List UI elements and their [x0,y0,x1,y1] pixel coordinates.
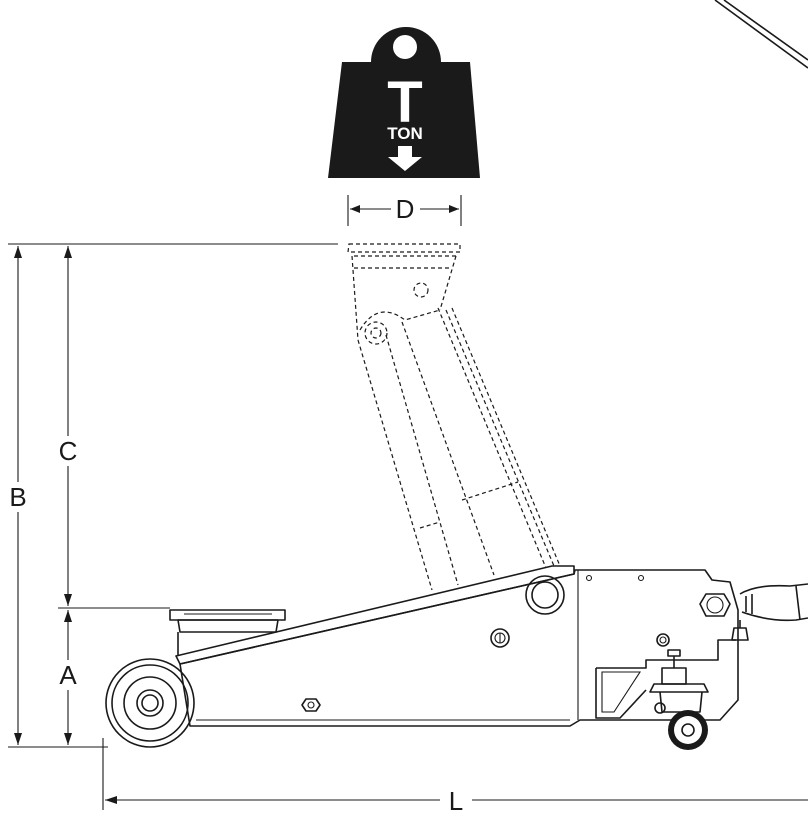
handle-top [714,0,808,69]
dimension-label-a: A [59,660,77,690]
lift-arm [175,565,575,665]
down-arrow-icon [388,146,422,171]
weight-icon: T TON [328,27,480,178]
dimension-label-d: D [396,194,415,224]
dimension-l: L [102,738,808,816]
front-wheel [105,658,195,748]
small-nut [301,698,321,712]
dimension-b: B [9,246,27,745]
dimension-label-c: C [59,436,78,466]
handle-socket [731,583,808,641]
rear-caster [649,683,709,750]
raised-lift-arm [347,243,561,591]
dimension-d: D [347,194,462,226]
dimension-label-b: B [9,482,26,512]
pivot-bolt [525,575,565,615]
dimension-label-l: L [449,786,463,816]
chassis-frame [179,569,739,727]
saddle [169,609,286,633]
center-bolt [490,628,510,648]
dimension-c: C [59,246,78,606]
badge-letter: T [387,70,422,135]
dimension-a: A [59,610,77,745]
badge-unit: TON [387,124,423,143]
